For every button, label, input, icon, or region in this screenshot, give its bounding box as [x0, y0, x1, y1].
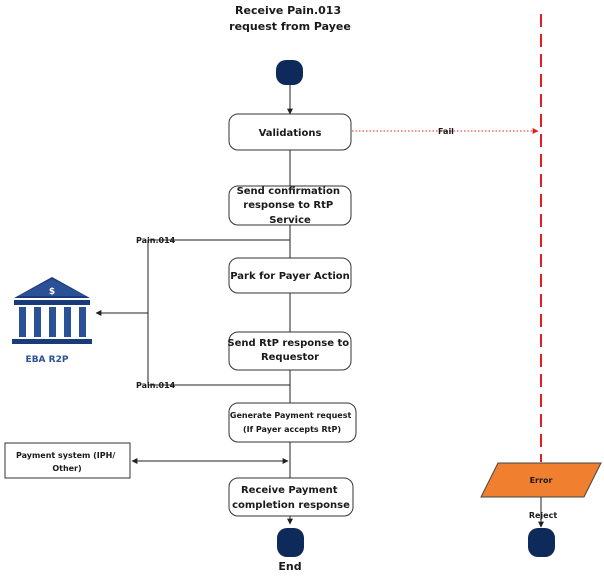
step-text: Receive Payment completion response [232, 485, 350, 511]
bank-pillar [34, 307, 41, 337]
step-park: Park for Payer Action [228, 257, 352, 294]
step-validations: Validations [228, 113, 352, 151]
start-label: Receive Pain.013 request from Payee [229, 4, 351, 33]
start-label-line: request from Payee [229, 20, 351, 33]
step-text-line: Send RtP response to [227, 338, 349, 349]
bank-pillar [19, 307, 26, 337]
step-box [228, 331, 352, 371]
error-text: Error [530, 476, 553, 485]
dollar-icon: $ [49, 287, 55, 297]
step-send-confirmation: Send confirmation response to RtP Servic… [228, 185, 352, 226]
step-text: Park for Payer Action [230, 271, 350, 282]
bank-label: EBA R2P [26, 355, 69, 365]
step-send-rtp-response: Send RtP response to Requestor [227, 331, 352, 371]
step-text: Generate Payment request (If Payer accep… [230, 411, 354, 434]
step-text-line: Send confirmation [237, 186, 340, 197]
step-text-line: response to RtP [243, 200, 333, 211]
fail-label: Fail [438, 127, 454, 136]
payment-system-line: Payment system (IPH/ [16, 451, 115, 460]
bank-roof-inner [18, 279, 86, 296]
reject-label: Reject [529, 511, 557, 520]
payment-system-box [4, 442, 131, 479]
bank-base [12, 339, 92, 344]
step-text-line: Requestor [261, 352, 319, 363]
start-node [276, 60, 303, 85]
step-text-line: Receive Payment [241, 485, 338, 496]
error-box [480, 462, 602, 498]
pain014-label-bottom: Pain.014 [136, 381, 176, 390]
step-box [228, 477, 354, 517]
step-text-line: Park for Payer Action [230, 271, 350, 282]
pain014-label-top: Pain.014 [136, 236, 176, 245]
bank-pillar [64, 307, 71, 337]
bank-pillar [49, 307, 56, 337]
start-label-line: Receive Pain.013 [235, 4, 341, 17]
step-receive-payment: Receive Payment completion response [228, 477, 354, 517]
step-text-line: (If Payer accepts RtP) [243, 425, 341, 434]
bank-pillar [79, 307, 86, 337]
step-generate-payment: Generate Payment request (If Payer accep… [228, 402, 357, 443]
bank-icon: $ [12, 277, 92, 344]
end-node [277, 528, 304, 557]
step-box [228, 113, 352, 151]
step-text-line: completion response [232, 500, 350, 511]
payment-system-line: Other) [52, 464, 81, 473]
end-label: End [278, 560, 301, 573]
step-box [228, 402, 357, 443]
step-text-line: Validations [259, 128, 322, 139]
step-text: Send RtP response to Requestor [227, 338, 352, 363]
step-box [228, 185, 352, 226]
bank-beam [14, 300, 90, 305]
step-box [228, 257, 352, 294]
step-text: Send confirmation response to RtP Servic… [237, 186, 344, 226]
step-text: Validations [259, 128, 322, 139]
step-text-line: Generate Payment request [230, 411, 352, 420]
step-text-line: Service [269, 215, 311, 226]
error-end-node [528, 528, 555, 557]
payment-system-text: Payment system (IPH/ Other) [16, 451, 118, 473]
